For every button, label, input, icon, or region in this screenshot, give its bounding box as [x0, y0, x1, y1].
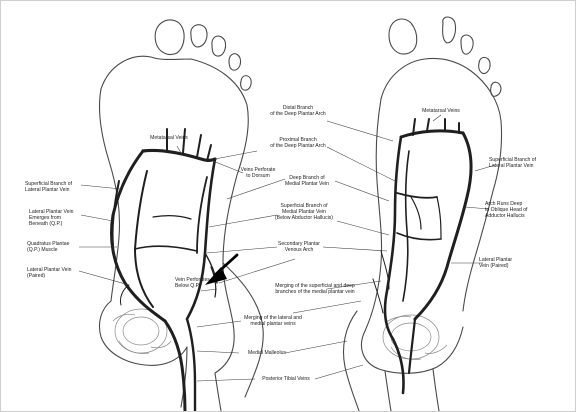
label-quadratus-plantae: Quadratus Plantae (Q.P.) Muscle — [27, 241, 87, 253]
label-superficial-branch-lateral-right: Superficial Branch of Lateral Plantar Ve… — [489, 157, 555, 169]
label-merging-lateral-medial: Merging of the lateral and medial planta… — [241, 315, 305, 327]
label-medial-malleolus: Medial Malleolus — [237, 350, 297, 356]
label-metatarsal-veins-left: Metatarsal Veins — [141, 135, 197, 141]
label-secondary-plantar-arch: Secondary Plantar Venous Arch — [269, 241, 329, 253]
label-lateral-plantar-paired-right: Lateral Plantar Vein (Paired) — [479, 257, 535, 269]
right-foot-veins — [373, 119, 471, 393]
label-veins-perforate-dorsum: Veins Perforate to Dorsum — [233, 167, 283, 179]
label-superficial-branch-medial: Superficial Branch of Medial Plantar Vei… — [267, 203, 341, 221]
label-metatarsal-veins-right: Metatarsal Veins — [413, 108, 469, 114]
left-foot-veins — [112, 129, 218, 411]
label-vein-perforates-below-qp: Vein Perforates Below Q.P. — [175, 277, 221, 289]
label-lateral-plantar-emerges: Lateral Plantar Vein Emerges from Beneat… — [29, 209, 89, 227]
label-deep-branch-medial: Deep Branch of Medial Plantar Vein — [277, 175, 337, 187]
left-heel-shading — [113, 309, 171, 354]
right-foot-outline — [344, 17, 502, 411]
label-distal-branch: Distal Branch of the Deep Plantar Arch — [263, 105, 333, 117]
label-superficial-branch-lateral-left: Superficial Branch of Lateral Plantar Ve… — [25, 181, 91, 193]
label-posterior-tibial-veins: Posterior Tibial Veins — [253, 376, 319, 382]
label-lateral-plantar-paired-left: Lateral Plantar Vein (Paired) — [27, 267, 87, 279]
label-arch-runs-deep: Arch Runs Deep to Oblique Head of Adduct… — [485, 201, 545, 219]
label-proximal-branch: Proximal Branch of the Deep Plantar Arch — [263, 137, 333, 149]
label-merging-superficial-deep: Merging of the superficial and deep bran… — [263, 283, 367, 295]
